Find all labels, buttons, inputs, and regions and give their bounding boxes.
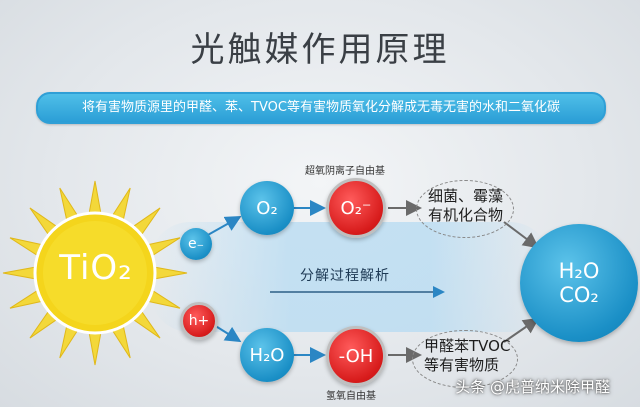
- targets-top-outline: [416, 180, 514, 238]
- product-h2o: H₂O: [558, 259, 600, 283]
- tio2-label: TiO₂: [59, 248, 133, 288]
- arrow-electron-to-o2: [205, 216, 242, 237]
- superoxide-node: O₂⁻: [326, 178, 386, 238]
- electron-node: e₋: [180, 228, 212, 260]
- targets-bottom-line2: 等有害物质: [424, 356, 500, 374]
- summary-banner: 将有害物质源里的甲醛、苯、TVOC等有害物质氧化分解成无毒无害的水和二氧化碳: [36, 92, 606, 124]
- page-title: 光触媒作用原理: [190, 30, 450, 70]
- targets-top-line2: 有机化合物: [428, 206, 504, 224]
- targets-top-line1: 细菌、霉藻: [428, 187, 504, 205]
- product-node: H₂O CO₂: [520, 224, 638, 342]
- sun-icon: [2, 180, 188, 366]
- o2-node: O₂: [240, 181, 294, 235]
- hole-node: h+: [180, 302, 218, 340]
- watermark: 头条 @虎普纳米除甲醛: [455, 378, 610, 396]
- h2o-node: H₂O: [240, 328, 294, 382]
- targets-bottom-outline: [412, 330, 518, 388]
- targets-bottom-line1: 甲醛苯TVOC: [424, 337, 511, 355]
- arrow-targets-top-to-product: [503, 221, 540, 249]
- product-co2: CO₂: [559, 283, 599, 307]
- hydroxyl-label: 氢氧自由基: [326, 391, 376, 402]
- process-label: 分解过程解析: [300, 268, 390, 284]
- arrow-targets-bottom-to-product: [503, 317, 540, 343]
- superoxide-label: 超氧阴离子自由基: [305, 166, 385, 177]
- hydroxyl-node: -OH: [326, 326, 386, 386]
